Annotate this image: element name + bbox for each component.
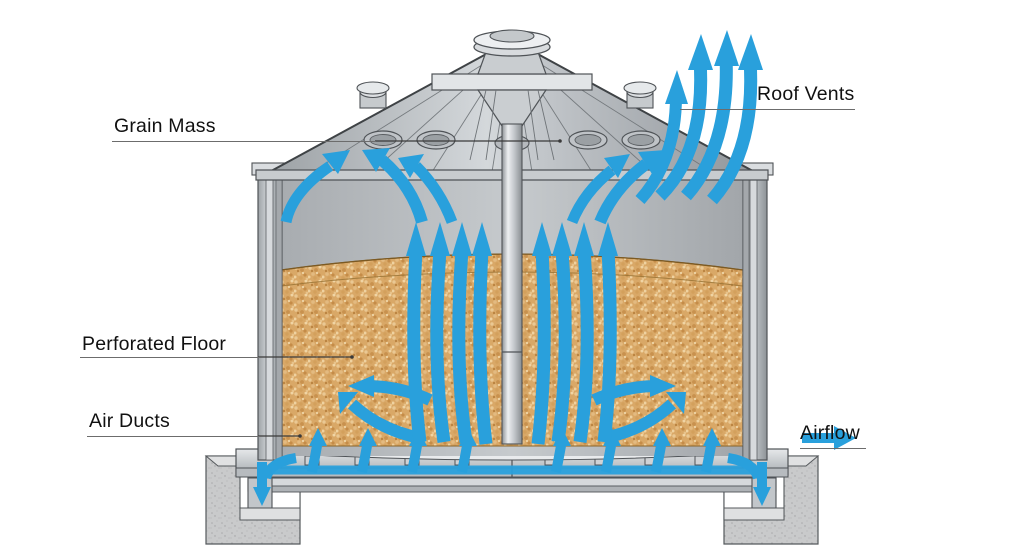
silo-wall-right xyxy=(736,162,774,461)
label-grain-mass: Grain Mass xyxy=(114,115,216,137)
leader-underline-air-ducts xyxy=(87,436,260,437)
airflow-intake-left xyxy=(253,453,297,506)
label-perforated-floor: Perforated Floor xyxy=(82,333,227,355)
roof-cap xyxy=(431,29,593,91)
central-column xyxy=(501,123,523,445)
airflow-headspace-left xyxy=(280,148,458,224)
label-roof-vents: Roof Vents xyxy=(757,83,855,105)
right-arrow-icon xyxy=(802,426,856,450)
airflow-intake-right xyxy=(727,453,771,506)
legend-airflow-underline xyxy=(800,448,866,449)
airflow-column-right xyxy=(531,222,618,445)
leader-lines xyxy=(258,139,562,438)
roof-vent-stack-right xyxy=(623,81,657,109)
airflow-lateral-left xyxy=(338,375,433,444)
airflow-headspace-right xyxy=(566,150,666,225)
legend-airflow-label: Airflow xyxy=(800,422,860,444)
leader-underline-grain-mass xyxy=(112,141,376,142)
label-air-ducts: Air Ducts xyxy=(89,410,170,432)
leader-underline-perforated-floor xyxy=(80,357,260,358)
airflow-legend: Airflow xyxy=(800,422,866,450)
airflow-lateral-right xyxy=(591,375,686,444)
airflow-roof-exhaust xyxy=(635,30,763,205)
airflow-column-left xyxy=(406,222,493,445)
silo-wall-left xyxy=(251,162,289,461)
silo-roof xyxy=(255,29,769,181)
roof-vent-stack-left xyxy=(356,81,390,109)
leader-underline-roof-vents xyxy=(680,109,855,110)
airflow-arrows xyxy=(253,30,771,506)
